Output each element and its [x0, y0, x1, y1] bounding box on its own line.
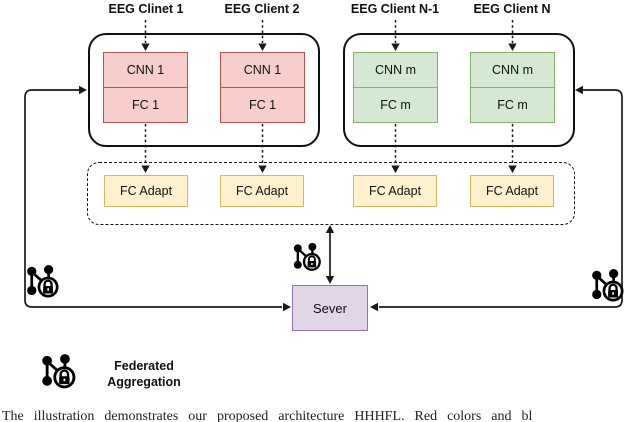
client-2-fc-block: FC 1 [220, 86, 305, 123]
client-n-label: EEG Client N [473, 2, 551, 16]
legend-label: Federated Aggregation [92, 358, 196, 390]
client-n-model-box: CNN m FC m [470, 52, 555, 123]
fc-adapt-box-3: FC Adapt [353, 175, 437, 207]
client-n1-model-box: CNN m FC m [353, 52, 438, 123]
federated-aggregation-icon [590, 268, 626, 304]
client-n1-cnn-block: CNN m [353, 52, 438, 88]
client-1-label: EEG Clinet 1 [108, 2, 184, 16]
client-n-cnn-block: CNN m [470, 52, 555, 88]
federated-aggregation-icon [292, 242, 323, 273]
client-1-fc-block: FC 1 [103, 86, 188, 123]
client-n-fc-block: FC m [470, 86, 555, 123]
fc-adapt-box-2: FC Adapt [220, 175, 304, 207]
client-1-cnn-block: CNN 1 [103, 52, 188, 88]
federated-aggregation-icon [25, 264, 61, 300]
figure-caption: The illustration demonstrates our propos… [2, 409, 533, 422]
client-2-cnn-block: CNN 1 [220, 52, 305, 88]
client-n1-label: EEG Client N-1 [350, 2, 440, 16]
fc-adapt-box-1: FC Adapt [104, 175, 188, 207]
legend-label-line1: Federated [114, 359, 174, 373]
client-n1-fc-block: FC m [353, 86, 438, 123]
fc-adapt-box-4: FC Adapt [470, 175, 554, 207]
legend-label-line2: Aggregation [107, 375, 181, 389]
client-2-label: EEG Client 2 [224, 2, 300, 16]
federated-aggregation-icon [40, 353, 78, 391]
server-box: Sever [292, 285, 368, 331]
client-1-model-box: CNN 1 FC 1 [103, 52, 188, 123]
client-2-model-box: CNN 1 FC 1 [220, 52, 305, 123]
